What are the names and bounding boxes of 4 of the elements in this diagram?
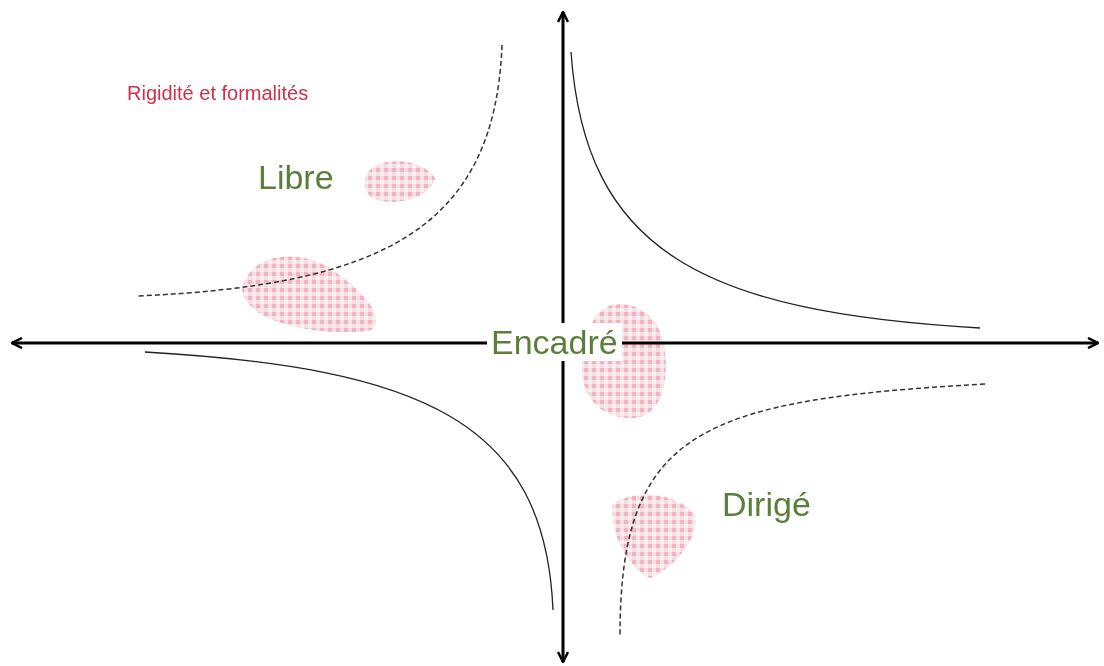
center-label: Encadré: [487, 323, 622, 361]
note-text: Rigidité et formalités: [127, 83, 309, 103]
quadrant-label: Libre: [258, 160, 334, 194]
quadrant-label: Dirigé: [722, 487, 811, 521]
